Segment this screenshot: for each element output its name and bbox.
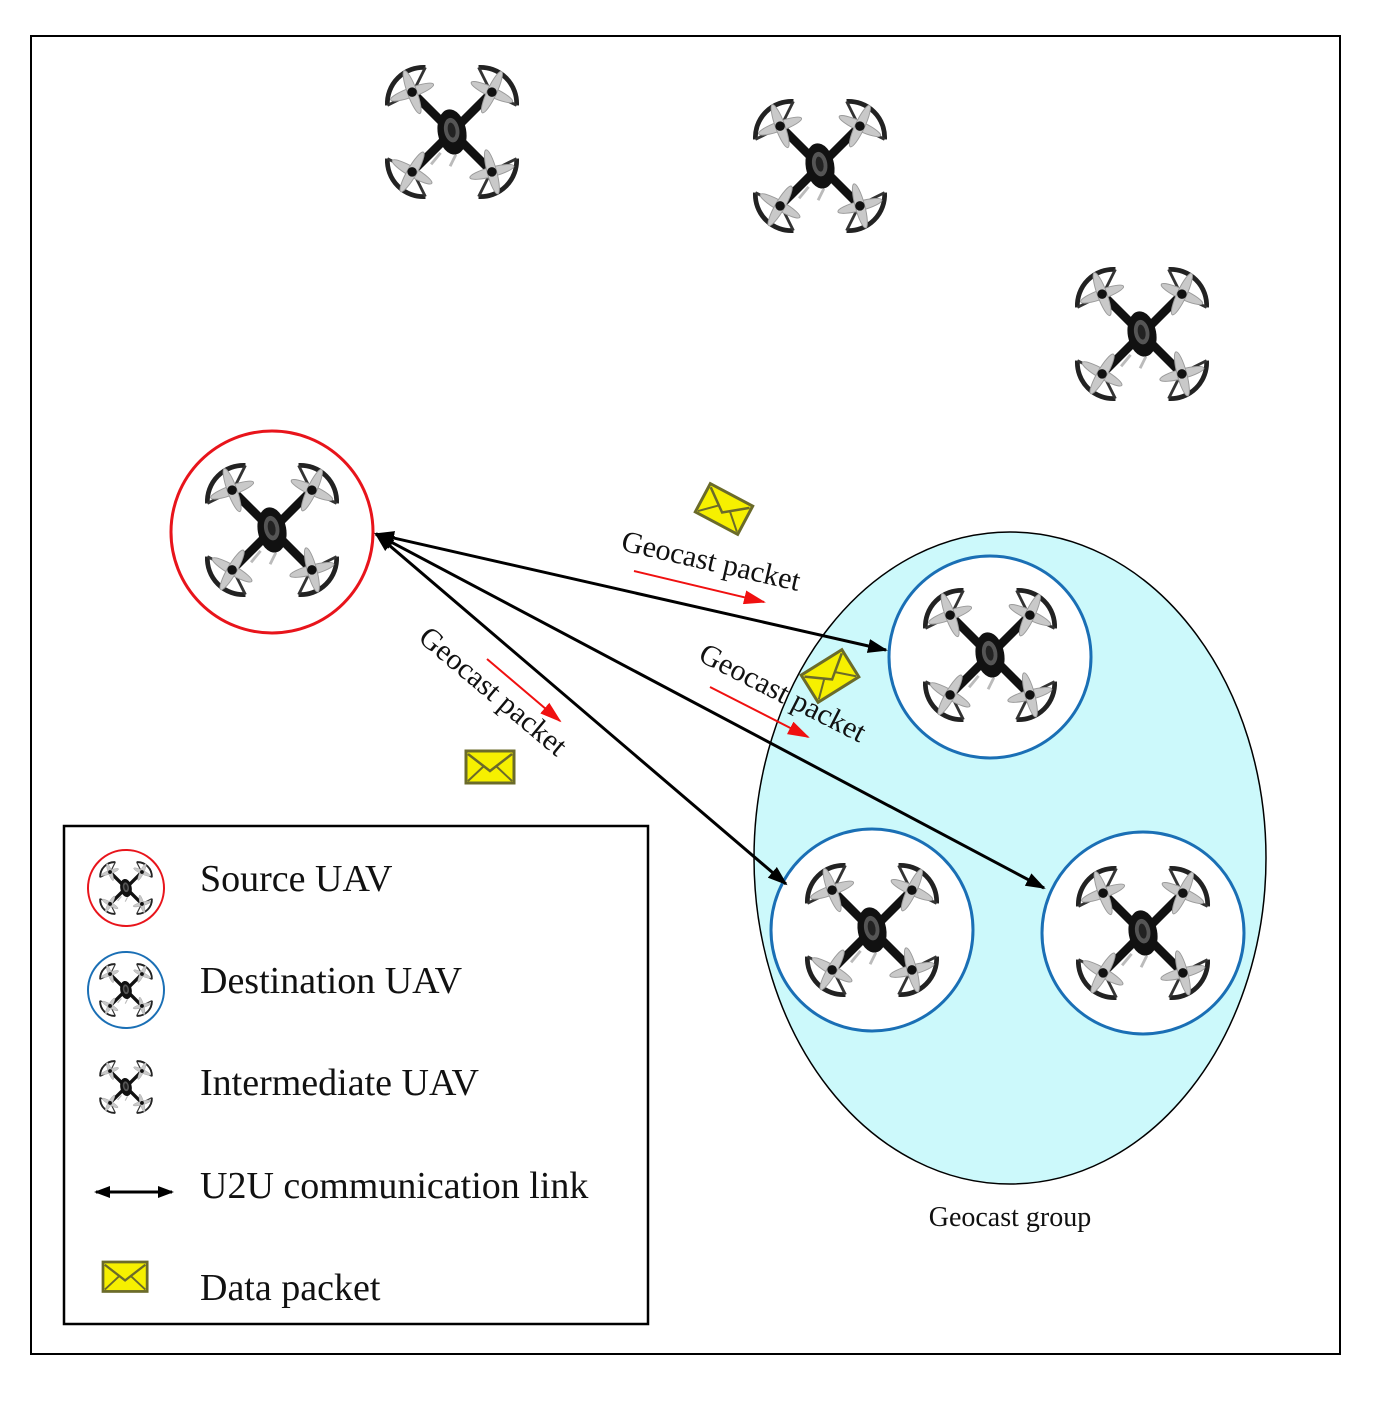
u2u-link [374,532,788,886]
legend-destination-label: Destination UAV [200,960,463,1002]
legend: Source UAV Destination UAV Intermediate … [62,824,650,1326]
geocast-group-label: Geocast group [929,1202,1092,1233]
legend-box [62,824,650,1326]
intermediate-uav-icon [387,67,516,196]
packet-flow-arrow [633,570,766,605]
legend-envelope-icon [101,1260,149,1293]
envelope-icon [464,749,516,785]
envelope-icon [693,482,755,536]
intermediate-uav-icon [755,101,884,230]
intermediate-uav-icon [1077,269,1206,398]
packet-flow-arrow [486,658,562,723]
packet-flow-arrow [709,686,810,738]
legend-link-label: U2U communication link [200,1165,588,1207]
legend-packet-label: Data packet [200,1267,381,1309]
legend-source-label: Source UAV [200,858,393,900]
legend-intermediate-label: Intermediate UAV [200,1062,479,1104]
outer-frame [30,35,1341,1355]
geocast-packet-label: Geocast packet [413,620,574,763]
geocast-packet-label: Geocast packet [618,525,804,598]
